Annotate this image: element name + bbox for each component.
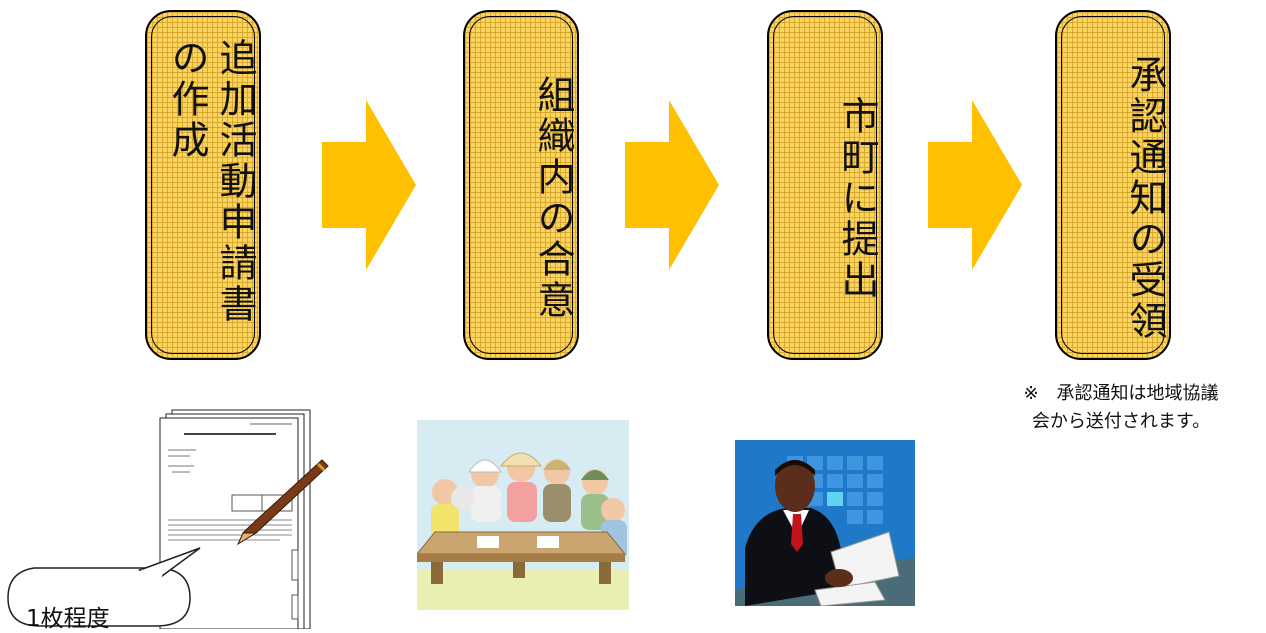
step-3-label: 市町に提出	[835, 95, 879, 301]
note-line-1: ※ 承認通知は地域協議	[1023, 383, 1219, 404]
document-illustration	[7, 409, 329, 629]
step-2-label: 組織内の合意	[531, 75, 575, 321]
step-3-box: 市町に提出	[767, 10, 883, 360]
step-4-label: 承認通知の受領	[1123, 54, 1167, 342]
official-illustration	[735, 440, 915, 606]
arrow-icon	[322, 100, 416, 270]
step-1-box: 追加活動申請書の作成	[145, 10, 261, 360]
note-text: ※ 承認通知は地域協議 会から送付されます。	[980, 380, 1262, 436]
note-line-2: 会から送付されます。	[1031, 411, 1211, 432]
meeting-illustration	[417, 420, 629, 610]
step-4-box: 承認通知の受領	[1055, 10, 1171, 360]
page-count-callout: 1枚程度	[26, 606, 110, 632]
step-1-label: 追加活動申請書の作成	[165, 38, 257, 325]
arrow-icon	[625, 100, 719, 270]
arrow-icon	[928, 100, 1022, 270]
step-2-box: 組織内の合意	[463, 10, 579, 360]
